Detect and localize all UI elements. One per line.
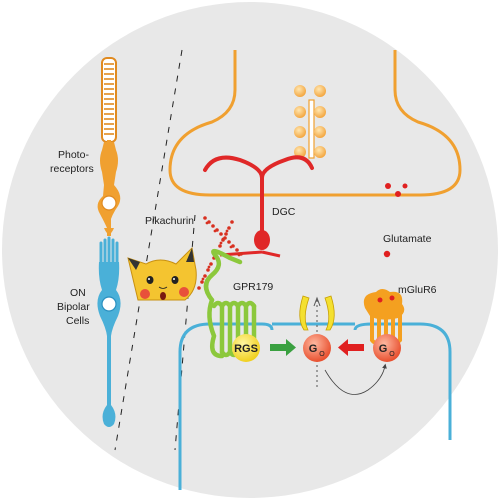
photoreceptor-cell <box>97 57 121 236</box>
label-gpr179: GPR179 <box>233 281 273 293</box>
label-go-right: G <box>379 343 388 355</box>
label-rgs: RGS <box>234 343 258 355</box>
bipolar-cell <box>97 236 121 427</box>
photoreceptor-nucleus <box>101 195 117 211</box>
label-mglur6: mGluR6 <box>398 284 437 296</box>
presynaptic-terminal <box>168 50 462 197</box>
glutamate-release <box>385 183 408 197</box>
dashed-line-1 <box>114 49 183 451</box>
rgs-protein: RGS <box>232 334 260 362</box>
go-protein-left: G O <box>303 334 331 362</box>
label-cells: Cells <box>66 315 89 327</box>
label-go-left-sub: O <box>319 351 325 358</box>
pikachu-icon <box>127 246 197 301</box>
label-photoreceptors-1: Photo- <box>58 149 89 161</box>
recycle-arrow <box>324 363 387 395</box>
arrow-red <box>338 339 364 356</box>
label-bipolar: Bipolar <box>57 301 90 313</box>
label-go-left: G <box>309 343 318 355</box>
arrow-green <box>270 339 296 356</box>
glutamate-dot-icon <box>383 250 391 258</box>
go-protein-right: G O <box>373 334 401 362</box>
label-on: ON <box>70 287 86 299</box>
label-go-right-sub: O <box>389 351 395 358</box>
label-dgc: DGC <box>272 206 296 218</box>
bipolar-nucleus <box>101 296 117 312</box>
synaptic-ribbon <box>294 85 326 159</box>
label-glutamate: Glutamate <box>383 233 432 245</box>
label-photoreceptors-2: receptors <box>50 163 94 175</box>
label-pikachurin: Pikachurin <box>145 215 194 227</box>
